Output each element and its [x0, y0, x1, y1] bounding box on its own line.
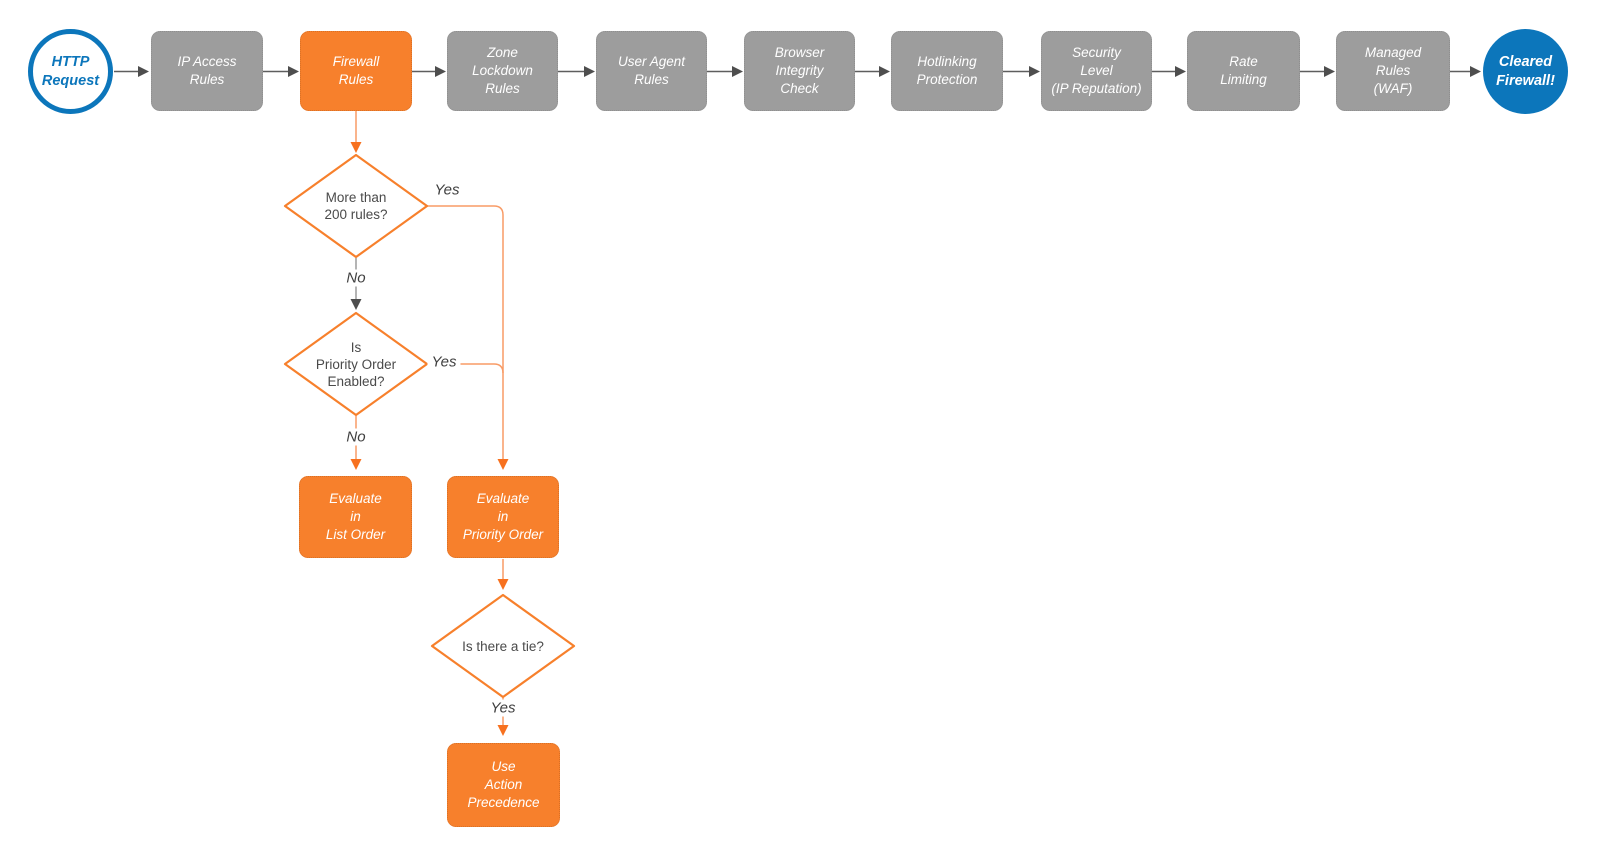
decision-label-line: Is — [350, 339, 362, 355]
node-label-line: Precedence — [467, 795, 540, 810]
decision-label-line: Is there a tie? — [462, 638, 544, 654]
node-label-line: Evaluate — [476, 491, 530, 506]
decision-label-line: 200 rules? — [324, 207, 388, 222]
edge-decision2-yes-join — [427, 363, 504, 374]
node-label-line: Zone — [487, 45, 518, 60]
node-label-line: Evaluate — [329, 491, 382, 506]
node-label-line: User Agent — [617, 54, 686, 69]
decision-label-line: More than — [325, 190, 387, 205]
node-label-line: Rate — [1229, 54, 1258, 69]
node-label-line: (IP Reputation) — [1051, 81, 1142, 96]
arrowhead-cleared — [1470, 66, 1481, 77]
arrowhead-managed — [1324, 66, 1335, 77]
decision-label: More than 200 rules? — [283, 153, 429, 259]
node-label-line: HTTP — [51, 53, 90, 70]
node-label-line: Hotlinking — [917, 54, 977, 69]
arrowhead-evaluate-list — [350, 459, 362, 470]
diamond-shape — [283, 311, 429, 417]
node-label-line: Rules — [189, 72, 225, 87]
edge-label-yes-decision2: Yes — [427, 353, 461, 371]
node-label-line: in — [350, 509, 361, 524]
edge-decision1-yes-to-priority — [427, 205, 504, 461]
node-label-line: in — [497, 509, 509, 524]
node-label-line: Priority Order — [462, 527, 544, 542]
node-label-line: Cleared — [1498, 53, 1553, 70]
decision-priority-order-enabled: Is Priority Order Enabled? — [283, 311, 429, 417]
node-label-line: Browser — [774, 45, 825, 60]
node-label-line: Rules — [1375, 63, 1411, 78]
node-label-line: Limiting — [1220, 72, 1267, 87]
node-label-line: Integrity — [775, 63, 824, 78]
node-label-line: Rules — [634, 72, 669, 87]
arrowhead-hotlinking — [879, 66, 890, 77]
node-http-request: HTTP Request — [28, 29, 113, 114]
node-managed-rules-waf: Managed Rules (WAF) — [1336, 31, 1450, 111]
node-label-line: Lockdown — [472, 63, 533, 78]
node-browser-integrity-check: Browser Integrity Check — [744, 31, 855, 111]
decision-label: Is Priority Order Enabled? — [283, 311, 429, 417]
arrowhead-security — [1029, 66, 1040, 77]
edge-label-yes-decision1: Yes — [430, 181, 464, 199]
node-label-line: Rules — [338, 72, 374, 87]
node-label-line: Firewall! — [1496, 72, 1555, 89]
arrowhead-decision1 — [350, 142, 362, 153]
arrowhead-firewall — [288, 66, 299, 77]
node-label-line: Level — [1080, 63, 1113, 78]
arrowhead-user-agent — [584, 66, 595, 77]
arrowhead-ip-access — [138, 66, 149, 77]
node-label-line: Check — [780, 81, 819, 96]
decision-more-than-200-rules: More than 200 rules? — [283, 153, 429, 259]
diamond-shape — [430, 593, 576, 699]
node-firewall-rules: Firewall Rules — [300, 31, 412, 111]
node-label-line: Rules — [485, 81, 520, 96]
node-hotlinking-protection: Hotlinking Protection — [891, 31, 1003, 111]
node-evaluate-in-list-order: Evaluate in List Order — [299, 476, 412, 558]
node-label-line: Use — [491, 759, 516, 774]
node-cleared-firewall: Cleared Firewall! — [1483, 29, 1568, 114]
arrowhead-decision3 — [497, 579, 509, 590]
node-label-line: Managed — [1364, 45, 1422, 60]
node-zone-lockdown-rules: Zone Lockdown Rules — [447, 31, 558, 111]
node-label-line: Security — [1072, 45, 1121, 60]
node-label-line: (WAF) — [1373, 81, 1413, 96]
node-rate-limiting: Rate Limiting — [1187, 31, 1300, 111]
node-label-line: Action — [484, 777, 523, 792]
arrowhead-rate — [1175, 66, 1186, 77]
arrowhead-zone — [435, 66, 446, 77]
edge-label-no-decision2: No — [342, 428, 370, 446]
arrowhead-use-action — [497, 725, 509, 736]
arrowhead-decision2 — [350, 299, 362, 310]
edge-label-yes-decision3: Yes — [486, 699, 520, 717]
decision-label-line: Priority Order — [315, 356, 397, 372]
node-label-line: IP Access — [177, 54, 237, 69]
node-label-line: Request — [41, 72, 100, 89]
decision-label: Is there a tie? — [430, 593, 576, 699]
arrowhead-browser — [732, 66, 743, 77]
node-label-line: List Order — [325, 527, 386, 542]
arrowhead-evaluate-priority — [497, 459, 509, 470]
node-label-line: Firewall — [332, 54, 380, 69]
node-use-action-precedence: Use Action Precedence — [447, 743, 560, 827]
edge-label-no-decision1: No — [342, 269, 370, 287]
node-evaluate-in-priority-order: Evaluate in Priority Order — [447, 476, 559, 558]
decision-label-line: Enabled? — [327, 373, 385, 389]
decision-is-there-a-tie: Is there a tie? — [430, 593, 576, 699]
node-label-line: Protection — [916, 72, 978, 87]
diamond-shape — [283, 153, 429, 259]
node-ip-access-rules: IP Access Rules — [151, 31, 263, 111]
node-security-level: Security Level (IP Reputation) — [1041, 31, 1152, 111]
node-user-agent-rules: User Agent Rules — [596, 31, 707, 111]
